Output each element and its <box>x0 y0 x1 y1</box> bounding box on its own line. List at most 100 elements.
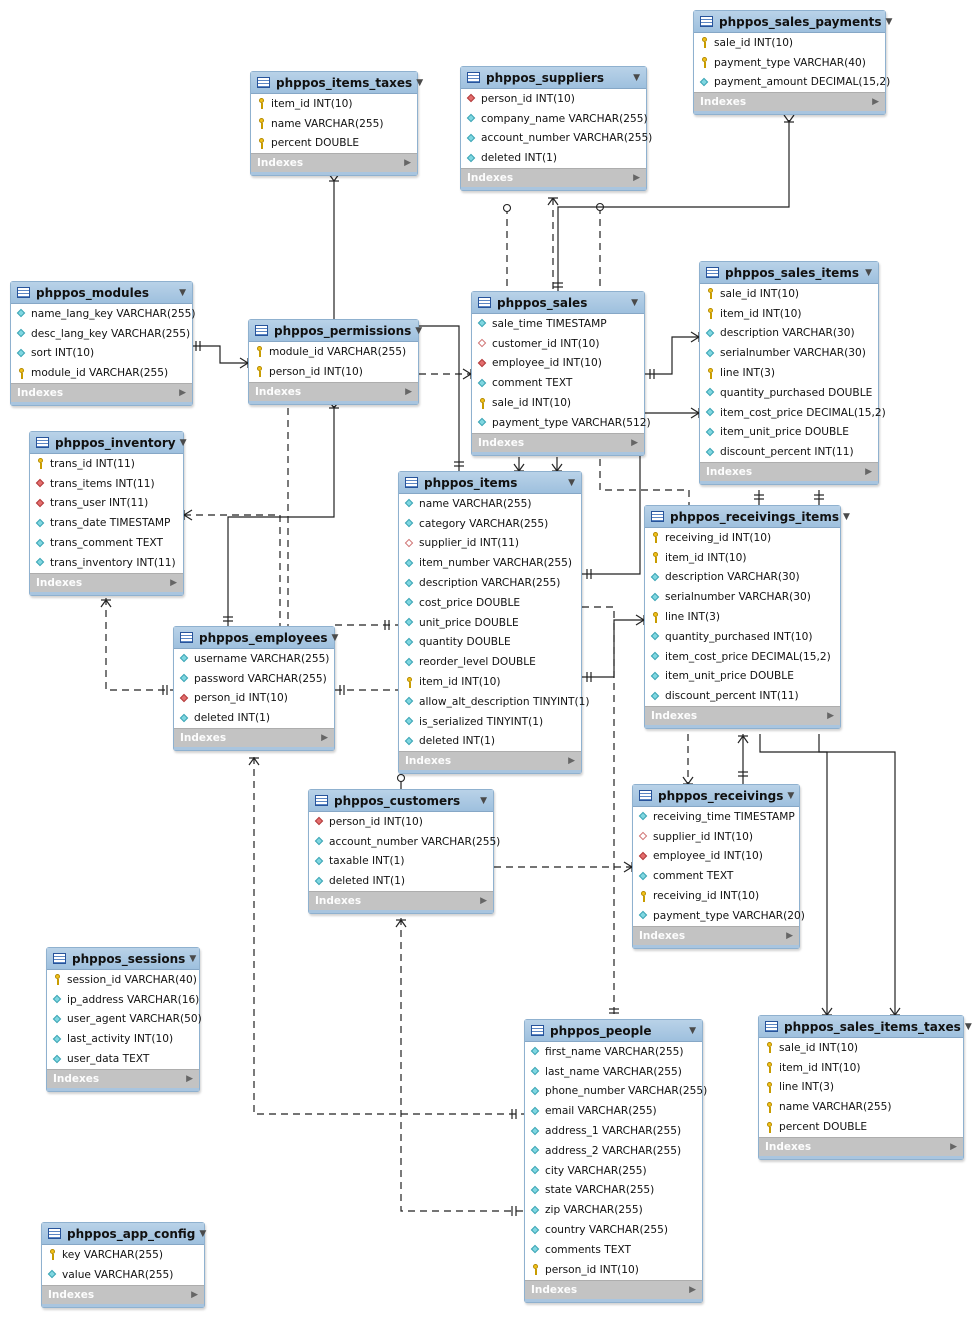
column-row[interactable]: serialnumber VARCHAR(30) <box>700 343 878 363</box>
table-items_taxes[interactable]: phppos_items_taxes▼item_id INT(10)name V… <box>250 71 423 177</box>
column-row[interactable]: sale_id INT(10) <box>759 1038 963 1058</box>
table-header[interactable]: phppos_permissions▼ <box>249 320 422 342</box>
column-row[interactable]: comments TEXT <box>525 1240 702 1260</box>
column-row[interactable]: trans_date TIMESTAMP <box>30 513 183 533</box>
indexes-section[interactable]: Indexes▶ <box>700 462 878 482</box>
column-row[interactable]: item_unit_price DOUBLE <box>700 423 878 443</box>
indexes-section[interactable]: Indexes▶ <box>42 1284 204 1304</box>
column-row[interactable]: line INT(3) <box>700 363 878 383</box>
column-row[interactable]: description VARCHAR(30) <box>645 568 840 588</box>
column-row[interactable]: password VARCHAR(255) <box>174 669 334 689</box>
collapse-triangle-icon[interactable]: ▼ <box>331 632 339 643</box>
table-header[interactable]: phppos_employees▼ <box>174 627 338 649</box>
column-row[interactable]: person_id INT(10) <box>525 1260 702 1280</box>
indexes-section[interactable]: Indexes▶ <box>399 751 581 771</box>
column-row[interactable]: payment_amount DECIMAL(15,2) <box>694 73 890 93</box>
column-row[interactable]: name VARCHAR(255) <box>251 114 417 134</box>
column-row[interactable]: deleted INT(1) <box>309 871 493 891</box>
column-row[interactable]: person_id INT(10) <box>461 89 646 109</box>
expand-triangle-icon[interactable]: ▶ <box>865 467 872 478</box>
expand-triangle-icon[interactable]: ▶ <box>689 1284 696 1295</box>
table-header[interactable]: phppos_modules▼ <box>11 282 192 304</box>
table-suppliers[interactable]: phppos_suppliers▼person_id INT(10)compan… <box>460 66 652 192</box>
column-row[interactable]: deleted INT(1) <box>399 732 581 752</box>
column-row[interactable]: module_id VARCHAR(255) <box>11 363 192 383</box>
collapse-triangle-icon[interactable]: ▼ <box>631 297 638 308</box>
collapse-triangle-icon[interactable]: ▼ <box>885 16 893 27</box>
expand-triangle-icon[interactable]: ▶ <box>321 733 328 744</box>
column-row[interactable]: item_id INT(10) <box>700 304 878 324</box>
column-row[interactable]: key VARCHAR(255) <box>42 1245 204 1265</box>
column-row[interactable]: percent DOUBLE <box>251 134 417 154</box>
column-row[interactable]: trans_items INT(11) <box>30 474 183 494</box>
column-row[interactable]: user_agent VARCHAR(50) <box>47 1010 202 1030</box>
indexes-section[interactable]: Indexes▶ <box>11 383 192 403</box>
table-app_config[interactable]: phppos_app_config▼key VARCHAR(255)value … <box>41 1222 206 1308</box>
table-modules[interactable]: phppos_modules▼name_lang_key VARCHAR(255… <box>10 281 196 407</box>
collapse-triangle-icon[interactable]: ▼ <box>416 77 424 88</box>
column-row[interactable]: employee_id INT(10) <box>472 354 644 374</box>
column-row[interactable]: zip VARCHAR(255) <box>525 1200 702 1220</box>
column-row[interactable]: value VARCHAR(255) <box>42 1265 204 1285</box>
table-header[interactable]: phppos_items▼ <box>399 472 581 494</box>
column-row[interactable]: comment TEXT <box>472 373 644 393</box>
table-people[interactable]: phppos_people▼first_name VARCHAR(255)las… <box>524 1019 707 1303</box>
column-row[interactable]: last_name VARCHAR(255) <box>525 1062 702 1082</box>
expand-triangle-icon[interactable]: ▶ <box>186 1073 193 1084</box>
table-receivings_items[interactable]: phppos_receivings_items▼receiving_id INT… <box>644 505 850 730</box>
column-row[interactable]: email VARCHAR(255) <box>525 1101 702 1121</box>
column-row[interactable]: city VARCHAR(255) <box>525 1161 702 1181</box>
column-row[interactable]: session_id VARCHAR(40) <box>47 970 199 990</box>
column-row[interactable]: person_id INT(10) <box>174 689 334 709</box>
column-row[interactable]: supplier_id INT(10) <box>633 827 799 847</box>
column-row[interactable]: item_number VARCHAR(255) <box>399 553 581 573</box>
indexes-section[interactable]: Indexes▶ <box>249 381 418 401</box>
column-row[interactable]: line INT(3) <box>759 1078 963 1098</box>
column-row[interactable]: user_data TEXT <box>47 1049 199 1069</box>
column-row[interactable]: item_id INT(10) <box>645 548 840 568</box>
collapse-triangle-icon[interactable]: ▼ <box>787 790 795 801</box>
column-row[interactable]: last_activity INT(10) <box>47 1029 199 1049</box>
column-row[interactable]: ip_address VARCHAR(16) <box>47 990 199 1010</box>
column-row[interactable]: address_2 VARCHAR(255) <box>525 1141 702 1161</box>
column-row[interactable]: person_id INT(10) <box>249 362 418 382</box>
expand-triangle-icon[interactable]: ▶ <box>480 896 487 907</box>
expand-triangle-icon[interactable]: ▶ <box>170 577 177 588</box>
table-receivings[interactable]: phppos_receivings▼receiving_time TIMESTA… <box>632 784 805 949</box>
collapse-triangle-icon[interactable]: ▼ <box>633 72 640 83</box>
column-row[interactable]: state VARCHAR(255) <box>525 1181 702 1201</box>
indexes-section[interactable]: Indexes▶ <box>174 728 334 748</box>
column-row[interactable]: deleted INT(1) <box>174 708 334 728</box>
column-row[interactable]: description VARCHAR(255) <box>399 573 581 593</box>
column-row[interactable]: quantity_purchased INT(10) <box>645 627 840 647</box>
column-row[interactable]: sort INT(10) <box>11 344 192 364</box>
column-row[interactable]: name VARCHAR(255) <box>759 1097 963 1117</box>
indexes-section[interactable]: Indexes▶ <box>30 572 183 592</box>
column-row[interactable]: payment_type VARCHAR(20) <box>633 906 805 926</box>
indexes-section[interactable]: Indexes▶ <box>525 1279 702 1299</box>
column-row[interactable]: trans_id INT(11) <box>30 454 183 474</box>
column-row[interactable]: customer_id INT(10) <box>472 334 644 354</box>
collapse-triangle-icon[interactable]: ▼ <box>689 1025 696 1036</box>
column-row[interactable]: person_id INT(10) <box>309 812 493 832</box>
expand-triangle-icon[interactable]: ▶ <box>631 437 638 448</box>
expand-triangle-icon[interactable]: ▶ <box>633 173 640 184</box>
column-row[interactable]: item_unit_price DOUBLE <box>645 667 840 687</box>
column-row[interactable]: cost_price DOUBLE <box>399 593 581 613</box>
column-row[interactable]: supplier_id INT(11) <box>399 534 581 554</box>
column-row[interactable]: category VARCHAR(255) <box>399 514 581 534</box>
column-row[interactable]: item_cost_price DECIMAL(15,2) <box>700 403 886 423</box>
indexes-section[interactable]: Indexes▶ <box>251 153 417 173</box>
column-row[interactable]: name_lang_key VARCHAR(255) <box>11 304 196 324</box>
column-row[interactable]: deleted INT(1) <box>461 148 646 168</box>
table-header[interactable]: phppos_sales_items▼ <box>700 262 878 284</box>
column-row[interactable]: serialnumber VARCHAR(30) <box>645 587 840 607</box>
table-inventory[interactable]: phppos_inventory▼trans_id INT(11)trans_i… <box>29 431 187 596</box>
expand-triangle-icon[interactable]: ▶ <box>827 711 834 722</box>
column-row[interactable]: sale_id INT(10) <box>472 393 644 413</box>
column-row[interactable]: receiving_time TIMESTAMP <box>633 807 799 827</box>
expand-triangle-icon[interactable]: ▶ <box>404 158 411 169</box>
table-header[interactable]: phppos_suppliers▼ <box>461 67 646 89</box>
column-row[interactable]: is_serialized TINYINT(1) <box>399 712 581 732</box>
